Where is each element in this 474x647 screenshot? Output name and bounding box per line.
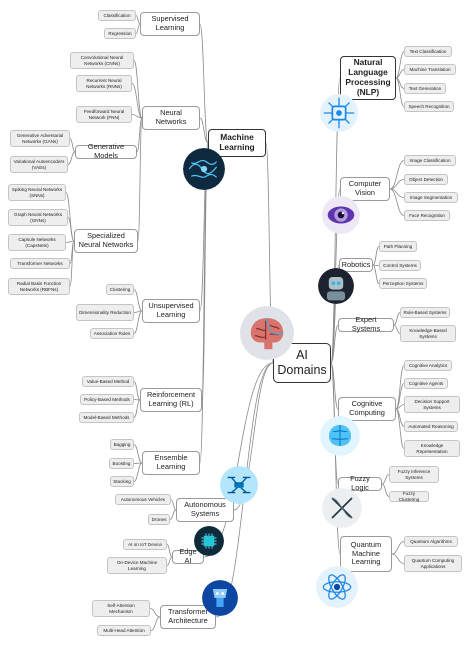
leaf-value-based-method[interactable]: Value-Based Method xyxy=(82,376,134,387)
leaf-decision-support-systems[interactable]: Decision Support Systems xyxy=(404,396,460,413)
leaf-gans[interactable]: Generative Adversarial Networks (GANs) xyxy=(10,130,70,147)
transformer-architecture-node[interactable]: Transformer Architecture xyxy=(160,605,216,629)
center-node-ai-domains[interactable]: AI Domains xyxy=(273,343,331,383)
leaf-quantum-algorithms[interactable]: Quantum Algorithms xyxy=(404,536,458,547)
leaf-rbfns[interactable]: Radial Basis Function Networks (RBFNs) xyxy=(8,278,70,295)
autonomous-systems-node[interactable]: Autonomous Systems xyxy=(176,498,234,522)
leaf-speech-recognition[interactable]: Speech Recognition xyxy=(404,101,454,112)
center-label-line2: Domains xyxy=(277,363,327,377)
leaf-text-classification[interactable]: Text Classification xyxy=(404,46,452,57)
leaf-on-device-ml[interactable]: On-Device Machine Learning xyxy=(107,557,167,574)
machine-learning-label-line1: Machine xyxy=(220,132,254,143)
leaf-text-generation[interactable]: Text Generation xyxy=(404,83,446,94)
leaf-fnn[interactable]: Feedforward Neural Network (FNN) xyxy=(76,106,132,123)
leaf-capsnets[interactable]: Capsule Networks (CapsNets) xyxy=(8,234,66,251)
neural-networks-node[interactable]: Neural Networks xyxy=(142,106,200,130)
leaf-dimensionality-reduction[interactable]: Dimensionality Reduction xyxy=(76,304,134,321)
leaf-stacking[interactable]: Stacking xyxy=(110,476,134,487)
leaf-rnn[interactable]: Recurrent Neural Networks (RNNs) xyxy=(76,75,132,92)
edge-ai-node[interactable]: Edge AI xyxy=(172,547,204,565)
leaf-knowledge-based-systems[interactable]: Knowledge-Based Systems xyxy=(400,325,456,342)
leaf-gnns[interactable]: Graph Neural Networks (GNNs) xyxy=(8,209,68,226)
quantum-ml-image xyxy=(316,566,358,608)
supervised-learning-node[interactable]: Supervised Learning xyxy=(140,12,200,36)
fuzzy-logic-node[interactable]: Fuzzy Logic xyxy=(338,474,382,492)
leaf-autonomous-vehicles[interactable]: Autonomous Vehicles xyxy=(115,494,171,505)
unsupervised-learning-node[interactable]: Unsupervised Learning xyxy=(142,299,200,323)
leaf-fuzzy-inference-systems[interactable]: Fuzzy Inference Systems xyxy=(389,466,439,483)
leaf-automated-reasoning[interactable]: Automated Reasoning xyxy=(404,421,458,432)
leaf-cnn[interactable]: Convolutional Neural Networks (CNNs) xyxy=(70,52,134,69)
center-label-line1: AI xyxy=(296,348,308,363)
robot-image xyxy=(318,268,354,304)
leaf-object-detection[interactable]: Object Detection xyxy=(404,174,448,185)
computer-vision-eye-image xyxy=(322,196,360,234)
leaf-path-planning[interactable]: Path Planning xyxy=(379,241,417,252)
quantum-ml-node[interactable]: Quantum Machine Learning xyxy=(340,536,392,572)
neural-circuit-image xyxy=(183,148,225,190)
leaf-perception-systems[interactable]: Perception Systems xyxy=(379,278,427,289)
fuzzy-logic-image xyxy=(322,488,362,528)
cognitive-brain-image xyxy=(320,416,360,456)
leaf-vaes[interactable]: Variational Autoencoders (VAEs) xyxy=(10,156,68,173)
leaf-classification[interactable]: Classification xyxy=(98,10,136,21)
autonomous-drone-image xyxy=(220,466,258,504)
ensemble-learning-node[interactable]: Ensemble Learning xyxy=(142,451,200,475)
leaf-rule-based-systems[interactable]: Rule-Based Systems xyxy=(400,307,450,318)
leaf-regression[interactable]: Regression xyxy=(104,28,136,39)
leaf-face-recognition[interactable]: Face Recognition xyxy=(404,210,450,221)
leaf-boosting[interactable]: Boosting xyxy=(109,458,134,469)
leaf-self-attention[interactable]: Self-Attention Mechanism xyxy=(92,600,150,617)
machine-learning-label-line2: Learning xyxy=(219,142,255,152)
specialized-neural-networks-node[interactable]: Specialized Neural Networks xyxy=(74,229,138,253)
leaf-bagging[interactable]: Bagging xyxy=(110,439,134,450)
leaf-transformer-networks[interactable]: Transformer Networks xyxy=(10,258,70,269)
leaf-model-based-methods[interactable]: Model-Based Methods xyxy=(79,412,134,423)
leaf-quantum-computing-applications[interactable]: Quantum Computing Applications xyxy=(404,555,462,572)
leaf-image-classification[interactable]: Image Classification xyxy=(404,155,456,166)
leaf-cognitive-agents[interactable]: Cognitive Agents xyxy=(404,378,448,389)
reinforcement-learning-node[interactable]: Reinforcement Learning (RL) xyxy=(140,388,202,412)
leaf-policy-based-methods[interactable]: Policy-Based Methods xyxy=(80,394,134,405)
leaf-multi-head-attention[interactable]: Multi-Head Attention xyxy=(97,625,151,636)
computer-vision-node[interactable]: Computer Vision xyxy=(340,177,390,201)
leaf-machine-translation[interactable]: Machine Translation xyxy=(404,64,456,75)
cognitive-computing-node[interactable]: Cognitive Computing xyxy=(338,397,396,421)
nlp-node[interactable]: Natural Language Processing (NLP) xyxy=(340,56,396,100)
expert-systems-node[interactable]: Expert Systems xyxy=(338,315,394,333)
machine-learning-node[interactable]: Machine Learning xyxy=(208,129,266,157)
nlp-network-image xyxy=(320,94,358,132)
leaf-ai-on-iot-device[interactable]: AI on IoT Device xyxy=(123,539,167,550)
leaf-drones[interactable]: Drones xyxy=(148,514,170,525)
leaf-knowledge-representation[interactable]: Knowledge Representation xyxy=(404,440,460,457)
leaf-clustering[interactable]: Clustering xyxy=(106,284,134,295)
generative-models-node[interactable]: Generative Models xyxy=(75,142,137,160)
leaf-fuzzy-clustering[interactable]: Fuzzy Clustering xyxy=(389,491,429,502)
robotics-node[interactable]: Robotics xyxy=(339,258,373,272)
transformer-robot-image xyxy=(202,580,238,616)
leaf-snns[interactable]: Spiking Neural Networks (SNNs) xyxy=(8,184,66,201)
leaf-control-systems[interactable]: Control Systems xyxy=(379,260,421,271)
brain-illustration-image xyxy=(240,306,294,360)
edge-ai-chip-image xyxy=(194,526,224,556)
leaf-association-rules[interactable]: Association Rules xyxy=(90,328,134,339)
leaf-cognitive-analytics[interactable]: Cognitive Analytics xyxy=(404,360,452,371)
leaf-image-segmentation[interactable]: Image Segmentation xyxy=(404,192,458,203)
